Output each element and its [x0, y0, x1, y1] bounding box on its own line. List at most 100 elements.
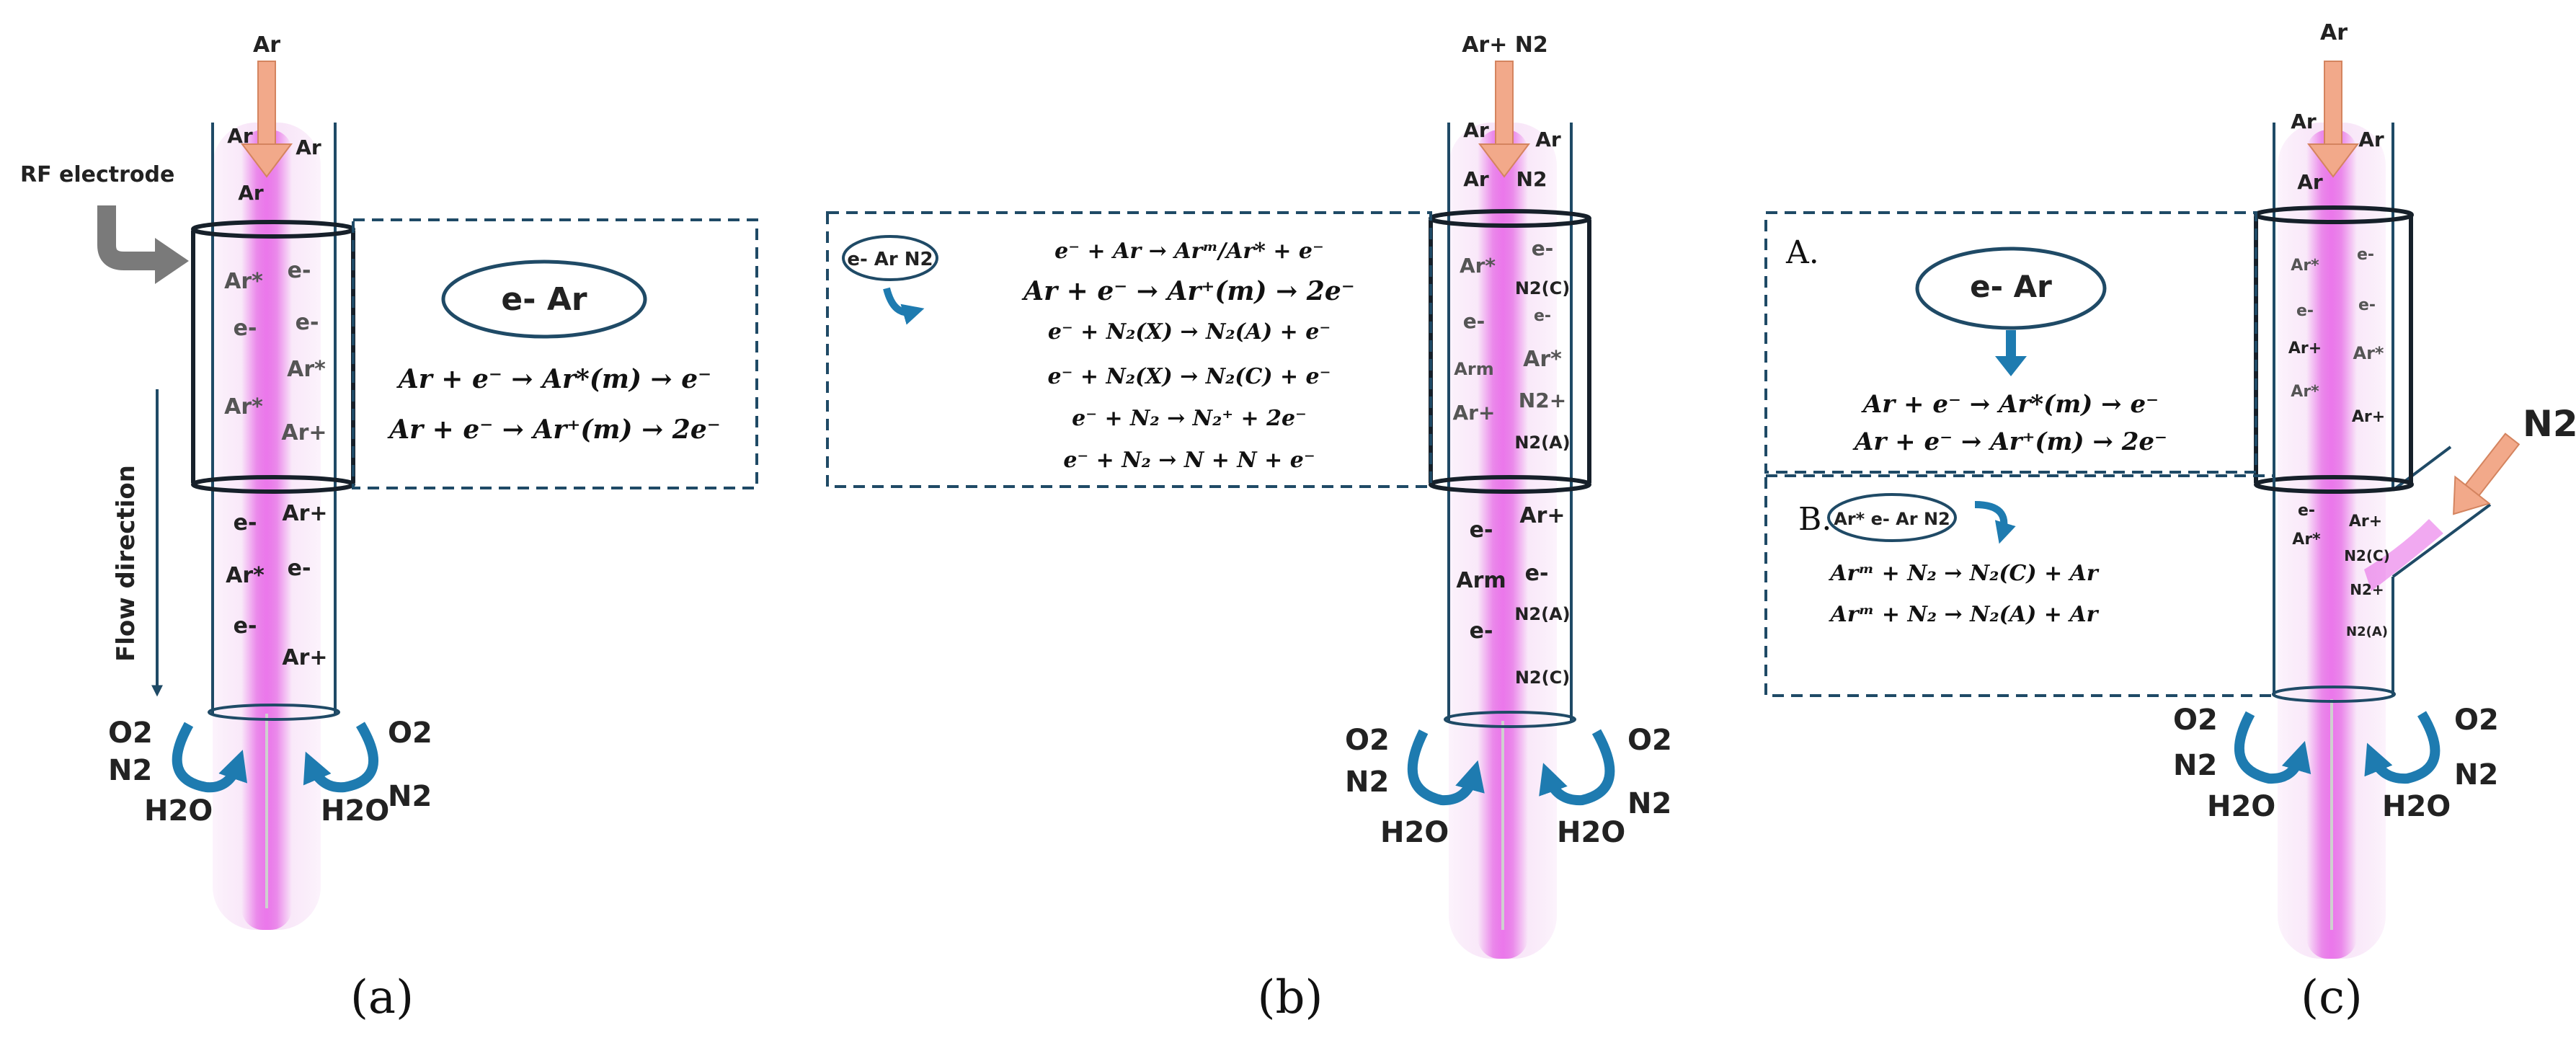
panel-caption: (a) [350, 971, 414, 1024]
species-label: Ar [1463, 118, 1489, 142]
ambient-gas-label: N2 [1627, 787, 1671, 820]
species-label: e- [2296, 302, 2314, 320]
species-label: Ar+ [1519, 503, 1565, 528]
reaction-equation: Arᵐ + N₂ → N₂(A) + Ar [1829, 602, 2100, 627]
reaction-equation: Ar + e⁻ → Ar⁺(m) → 2e⁻ [1852, 427, 2167, 456]
panel-caption: (c) [2301, 971, 2363, 1024]
species-label: Ar+ [2288, 340, 2322, 358]
species-label: e- [2357, 246, 2374, 264]
species-label: N2+ [1519, 389, 1566, 412]
species-label: e- [1532, 236, 1554, 260]
species-bubble [441, 260, 647, 339]
ambient-gas-label: H2O [1380, 816, 1449, 849]
rf-electrode-label: RF electrode [20, 162, 174, 187]
side-inlet-wall-top [2391, 445, 2452, 492]
species-label: N2(A) [1514, 604, 1570, 624]
reaction-flow-arrow [883, 287, 925, 325]
ambient-gas-label: H2O [321, 794, 389, 828]
species-label: Ar* [287, 357, 326, 382]
panel-b: Ar+ N2 Ar Ar Ar N2 Ar* e- N2(C) e- e- Ar… [826, 32, 1672, 1024]
curved-recirculation-arrow [1539, 729, 1615, 806]
gas-inflow-arrow [1478, 61, 1531, 178]
species-label: e- [234, 613, 257, 639]
reaction-flow-arrow [1974, 501, 2016, 544]
panel-a: Ar Ar Ar Ar RF electrode Ar* e- e- e- Ar… [20, 32, 758, 1024]
reaction-equation: e⁻ + N₂ → N₂⁺ + 2e⁻ [1072, 406, 1307, 431]
species-label: e- [1470, 518, 1493, 543]
ambient-gas-label: N2 [1345, 766, 1389, 799]
species-label: Ar* [2292, 531, 2321, 549]
ambient-gas-label: N2 [2454, 758, 2498, 791]
inlet-gas-label: Ar+ N2 [1462, 32, 1548, 58]
reaction-equation: e⁻ + Ar → Arᵐ/Ar* + e⁻ [1054, 239, 1324, 264]
species-label: N2(C) [2344, 547, 2390, 564]
ambient-gas-label: O2 [2454, 704, 2499, 737]
side-inlet-wall-bottom [2391, 503, 2492, 578]
curved-recirculation-arrow [1407, 729, 1485, 806]
panel-c: Ar Ar Ar Ar Ar* e- e- e- Ar+ Ar* Ar* Ar+… [1764, 20, 2576, 1024]
ambient-gas-label: H2O [2207, 790, 2275, 823]
reaction-equation: e⁻ + N₂(X) → N₂(A) + e⁻ [1048, 319, 1331, 345]
species-label: N2(C) [1515, 668, 1570, 688]
curved-recirculation-arrow [2234, 711, 2311, 784]
species-label: e- [288, 556, 311, 581]
species-label: e- [2298, 502, 2315, 520]
species-label: Ar [1535, 128, 1561, 151]
curved-recirculation-arrow [172, 722, 248, 793]
species-bubble [1827, 493, 1957, 542]
species-label: Ar [2358, 128, 2384, 151]
species-label: Ar* [2291, 257, 2319, 275]
electrode-bottom [2254, 475, 2414, 494]
reaction-equation: Ar + e⁻ → Ar*(m) → e⁻ [1861, 390, 2159, 419]
ambient-gas-label: O2 [108, 717, 153, 750]
plasma-jet [2306, 130, 2357, 959]
reaction-box [352, 218, 758, 489]
inlet-gas-label: Ar [2320, 20, 2348, 45]
reaction-equation: Arᵐ + N₂ → N₂(C) + Ar [1828, 561, 2100, 586]
species-label: Ar* [224, 394, 263, 420]
ambient-gas-label: H2O [144, 794, 213, 828]
species-label: e- [1534, 307, 1551, 325]
section-label: B. [1798, 501, 1831, 538]
species-label: Ar* [2291, 383, 2319, 401]
reaction-box [826, 211, 1432, 488]
species-label: Ar+ [1453, 401, 1496, 425]
species-label: Ar* [1523, 347, 1562, 372]
ambient-gas-label: H2O [2382, 790, 2451, 823]
species-label: N2+ [2350, 581, 2384, 598]
species-label: Ar [238, 181, 264, 205]
plasma-side-branch [2364, 519, 2443, 591]
plasma-jet [241, 130, 292, 930]
rf-electrode-arrowhead [155, 238, 189, 284]
ambient-gas-label: N2 [2173, 749, 2217, 782]
ambient-gas-label: O2 [1627, 724, 1672, 757]
side-gas-inflow-arrow [2453, 433, 2521, 515]
species-label: Arm [1456, 568, 1506, 593]
species-label: Ar [2297, 170, 2323, 194]
species-label: Ar* [1460, 254, 1496, 278]
rf-electrode-arrow [97, 205, 157, 270]
ambient-gas-label: O2 [1345, 724, 1390, 757]
species-label: Arm [1454, 359, 1493, 379]
species-label: Ar* [224, 269, 263, 294]
reaction-equation: Ar + e⁻ → Ar*(m) → e⁻ [396, 364, 711, 394]
reaction-equation: e⁻ + N₂ → N + N + e⁻ [1063, 448, 1315, 473]
tube-outlet [208, 704, 340, 721]
species-bubble [1915, 247, 2107, 330]
reaction-equation: e⁻ + N₂(X) → N₂(C) + e⁻ [1048, 364, 1331, 389]
species-label: N2(C) [1515, 278, 1570, 298]
species-label: Ar+ [2352, 408, 2385, 426]
reaction-box-a [1764, 211, 2257, 474]
curved-recirculation-arrow [303, 722, 379, 793]
ambient-gas-label: O2 [388, 717, 432, 750]
species-label: e- [234, 316, 257, 341]
electrode-bottom [1429, 475, 1591, 494]
species-bubble [842, 235, 938, 281]
species-label: Ar+ [2349, 513, 2382, 531]
section-label: A. [1785, 234, 1819, 271]
species-label: Ar [2291, 110, 2317, 133]
species-label: e- [234, 510, 257, 536]
species-label: e- [288, 258, 311, 283]
ambient-gas-label: N2 [108, 754, 152, 787]
